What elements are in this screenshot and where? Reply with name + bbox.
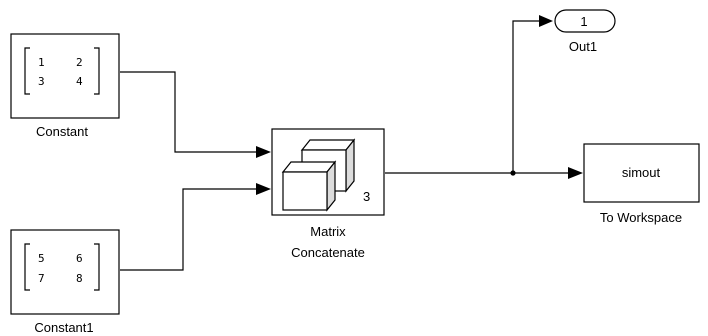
matrix-right-bracket-icon: [94, 47, 100, 95]
matrix-concatenate-block[interactable]: 3: [271, 128, 385, 216]
constant1-matrix-r1c2: 6: [76, 252, 83, 265]
to-workspace-block[interactable]: simout: [583, 143, 700, 203]
arrowhead-icon: [568, 167, 583, 179]
matrix-right-bracket-icon: [94, 243, 100, 291]
branch-point: [510, 170, 516, 176]
arrowhead-icon: [539, 15, 553, 27]
constant-block[interactable]: 1 2 3 4: [10, 33, 120, 119]
to-workspace-label: To Workspace: [600, 210, 682, 225]
concatenate-dimension: 3: [363, 189, 370, 204]
constant1-matrix-r1c1: 5: [38, 252, 45, 265]
out1-port-number: 1: [580, 14, 587, 29]
constant1-block[interactable]: 5 6 7 8: [10, 229, 120, 315]
matrix-left-bracket-icon: [24, 243, 30, 291]
signal-line-constant1-to-concatenate[interactable]: [120, 183, 271, 271]
constant1-matrix-r2c2: 8: [76, 272, 83, 285]
constant-matrix-r1c2: 2: [76, 56, 83, 69]
signal-line-constant-to-concatenate[interactable]: [120, 71, 271, 158]
matrix-left-bracket-icon: [24, 47, 30, 95]
constant-label: Constant: [36, 124, 88, 139]
out1-block[interactable]: 1: [554, 9, 616, 33]
to-workspace-variable: simout: [622, 165, 661, 180]
arrowhead-icon: [256, 183, 271, 195]
arrowhead-icon: [256, 146, 271, 158]
constant1-matrix-r2c1: 7: [38, 272, 45, 285]
matrix-concatenate-label-line1: Matrix: [310, 224, 346, 239]
constant-matrix-r2c1: 3: [38, 75, 45, 88]
signal-line-concatenate-to-outputs[interactable]: [385, 15, 583, 179]
out1-label: Out1: [569, 39, 597, 54]
constant1-label: Constant1: [34, 320, 93, 335]
constant-matrix-r2c2: 4: [76, 75, 83, 88]
constant-matrix-r1c1: 1: [38, 56, 45, 69]
matrix-concatenate-label-line2: Concatenate: [291, 245, 365, 260]
concatenate-cubes-icon: [281, 138, 356, 212]
